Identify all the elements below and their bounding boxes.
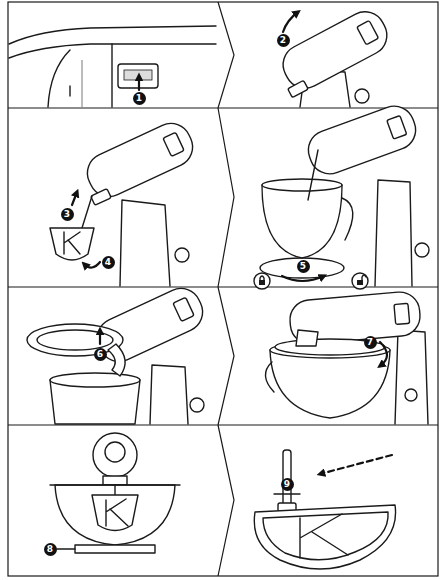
splash-guard-inner (37, 330, 113, 350)
callout-number: 5 (297, 260, 310, 273)
bowl-handle (342, 198, 353, 240)
padlock-body (259, 280, 265, 285)
callout-number: 6 (94, 348, 107, 361)
drive-hub (288, 80, 309, 97)
beater-shaft (114, 485, 115, 495)
fit-arrow (99, 330, 101, 344)
mixer-column (375, 180, 412, 286)
k-beater (254, 505, 395, 569)
column-slot (69, 86, 70, 96)
column-edge (111, 44, 112, 107)
k-beater (92, 495, 138, 531)
mixer-head (76, 117, 199, 205)
twist-arrow (84, 262, 100, 268)
panel-divider (8, 286, 438, 287)
speed-knob (405, 389, 417, 401)
insert-arrow (72, 192, 77, 205)
k-beater (50, 228, 94, 260)
mixing-bowl (262, 185, 342, 258)
callout-number: 4 (102, 256, 115, 269)
unlock-icon (352, 273, 368, 289)
k-beater-inner (263, 512, 388, 560)
padlock-shackle-open (362, 275, 366, 280)
head-badge (173, 297, 194, 321)
callout-number: 9 (281, 478, 294, 491)
mixing-bowl (270, 350, 390, 418)
callout-number: 1 (133, 92, 146, 105)
lock-arrow (282, 276, 324, 281)
beater-shaft (82, 196, 92, 228)
head-badge (357, 21, 379, 45)
shaft-pin (274, 493, 300, 494)
speed-knob (175, 248, 189, 262)
mixer-head (288, 290, 421, 345)
padlock-shackle (260, 276, 264, 280)
mixer-head (272, 5, 394, 98)
k-beater-frame (300, 514, 348, 558)
mixer-head (91, 282, 209, 368)
head-logo-ring (105, 442, 125, 462)
mixer-column (395, 330, 428, 424)
callout-number: 2 (277, 34, 290, 47)
leader-line (57, 548, 75, 549)
head-body (276, 5, 394, 95)
drive-hub (103, 476, 127, 485)
turn-arrow (380, 342, 387, 366)
mixer-head (303, 101, 421, 180)
step-chevron (218, 108, 234, 287)
speed-knob (415, 243, 429, 257)
bowl-base (75, 545, 155, 553)
callout-number: 3 (61, 208, 74, 221)
step-chevron (218, 425, 234, 576)
head-body (81, 117, 199, 203)
callout-number: 8 (44, 543, 57, 556)
column-shading (82, 60, 83, 107)
head-body (288, 290, 421, 345)
k-beater-frame (106, 499, 128, 526)
callout-number: 7 (364, 336, 377, 349)
head-body (91, 282, 209, 368)
drive-hub (91, 189, 112, 206)
pouring-chute (108, 344, 125, 376)
head-badge (163, 132, 184, 156)
lock-icon (254, 273, 270, 289)
mixer-column (120, 200, 170, 286)
k-beater-frame (64, 232, 80, 254)
pouring-chute (296, 330, 318, 346)
adjust-arrow (320, 455, 392, 474)
step-chevron (218, 2, 234, 108)
mixer-head-front (93, 433, 137, 477)
mixing-bowl (55, 485, 175, 545)
bowl-rim (50, 373, 140, 387)
column-edge (48, 50, 70, 107)
mixer-column (150, 365, 188, 424)
head-badge (387, 116, 407, 140)
sheet-frame (8, 2, 438, 576)
bowl-handle (265, 362, 274, 392)
push-arrow (138, 76, 140, 90)
step-chevron (218, 287, 234, 425)
bowl-base-plate (260, 258, 344, 278)
padlock-body (357, 280, 363, 285)
beater-shaft (308, 150, 318, 200)
head-body (303, 101, 421, 180)
head-edge (9, 26, 216, 44)
head-badge (394, 303, 410, 324)
panel-divider (8, 107, 438, 108)
bowl-rim (262, 179, 342, 191)
speed-knob (190, 398, 204, 412)
speed-knob (355, 89, 369, 103)
lift-arrow (283, 12, 298, 32)
